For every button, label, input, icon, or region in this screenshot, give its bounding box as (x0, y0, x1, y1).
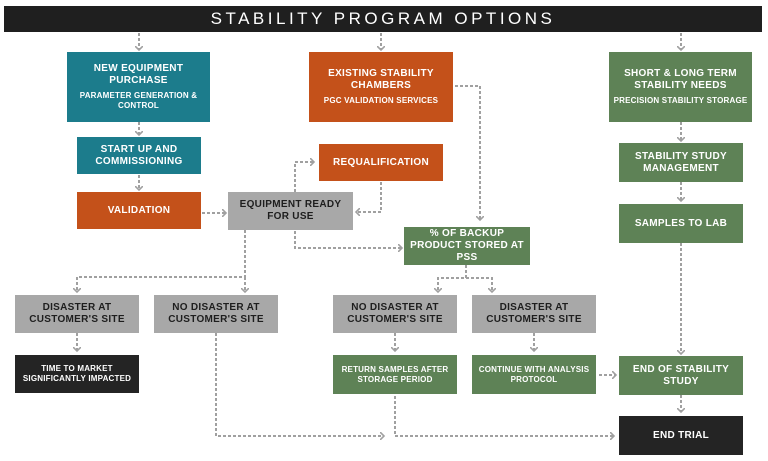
node-disaster-left: DISASTER AT CUSTOMER'S SITE (15, 295, 139, 333)
node-end-trial: END TRIAL (619, 416, 743, 455)
node-time-to-market-impacted: TIME TO MARKET SIGNIFICANTLY IMPACTED (15, 355, 139, 393)
node-sublabel: PARAMETER GENERATION & CONTROL (79, 91, 198, 110)
node-label: START UP AND COMMISSIONING (95, 143, 183, 167)
node-start-up-commissioning: START UP AND COMMISSIONING (77, 137, 201, 174)
node-label: STABILITY STUDY MANAGEMENT (635, 150, 727, 174)
node-backup-product-stored: % OF BACKUP PRODUCT STORED AT PSS (404, 227, 530, 265)
node-label: NEW EQUIPMENT PURCHASE (93, 63, 184, 86)
node-no-disaster-mid: NO DISASTER AT CUSTOMER'S SITE (333, 295, 457, 333)
node-label: TIME TO MARKET SIGNIFICANTLY IMPACTED (22, 364, 132, 383)
node-sublabel: PGC VALIDATION SERVICES (323, 96, 439, 105)
node-continue-analysis: CONTINUE WITH ANALYSIS PROTOCOL (472, 355, 596, 394)
node-label: EQUIPMENT READY FOR USE (239, 199, 342, 222)
node-end-of-stability-study: END OF STABILITY STUDY (619, 356, 743, 395)
node-short-long-term-stability: SHORT & LONG TERM STABILITY NEEDS PRECIS… (609, 52, 752, 122)
node-stability-study-management: STABILITY STUDY MANAGEMENT (619, 143, 743, 182)
node-label: VALIDATION (107, 204, 171, 216)
node-return-samples: RETURN SAMPLES AFTER STORAGE PERIOD (333, 355, 457, 394)
page-title: STABILITY PROGRAM OPTIONS (4, 6, 762, 32)
node-existing-stability-chambers: EXISTING STABILITY CHAMBERS PGC VALIDATI… (309, 52, 453, 122)
node-label: END OF STABILITY STUDY (632, 363, 730, 387)
node-label: CONTINUE WITH ANALYSIS PROTOCOL (478, 364, 590, 384)
node-no-disaster-left: NO DISASTER AT CUSTOMER'S SITE (154, 295, 278, 333)
node-equipment-ready-for-use: EQUIPMENT READY FOR USE (228, 192, 353, 230)
node-label: DISASTER AT CUSTOMER'S SITE (486, 302, 582, 325)
node-label: REQUALIFICATION (333, 156, 429, 168)
node-sublabel: PRECISION STABILITY STORAGE (613, 96, 748, 105)
node-label: SHORT & LONG TERM STABILITY NEEDS (624, 68, 737, 91)
node-label: NO DISASTER AT CUSTOMER'S SITE (168, 302, 264, 325)
node-label: NO DISASTER AT CUSTOMER'S SITE (347, 302, 443, 325)
node-disaster-mid: DISASTER AT CUSTOMER'S SITE (472, 295, 596, 333)
node-label: % OF BACKUP PRODUCT STORED AT PSS (410, 228, 524, 263)
node-requalification: REQUALIFICATION (319, 144, 443, 181)
node-validation: VALIDATION (77, 192, 201, 229)
node-new-equipment-purchase: NEW EQUIPMENT PURCHASE PARAMETER GENERAT… (67, 52, 210, 122)
node-samples-to-lab: SAMPLES TO LAB (619, 204, 743, 243)
node-label: EXISTING STABILITY CHAMBERS (328, 68, 434, 91)
node-label: RETURN SAMPLES AFTER STORAGE PERIOD (341, 364, 449, 384)
node-label: END TRIAL (652, 429, 710, 441)
node-label: SAMPLES TO LAB (634, 217, 728, 229)
node-label: DISASTER AT CUSTOMER'S SITE (29, 302, 125, 325)
